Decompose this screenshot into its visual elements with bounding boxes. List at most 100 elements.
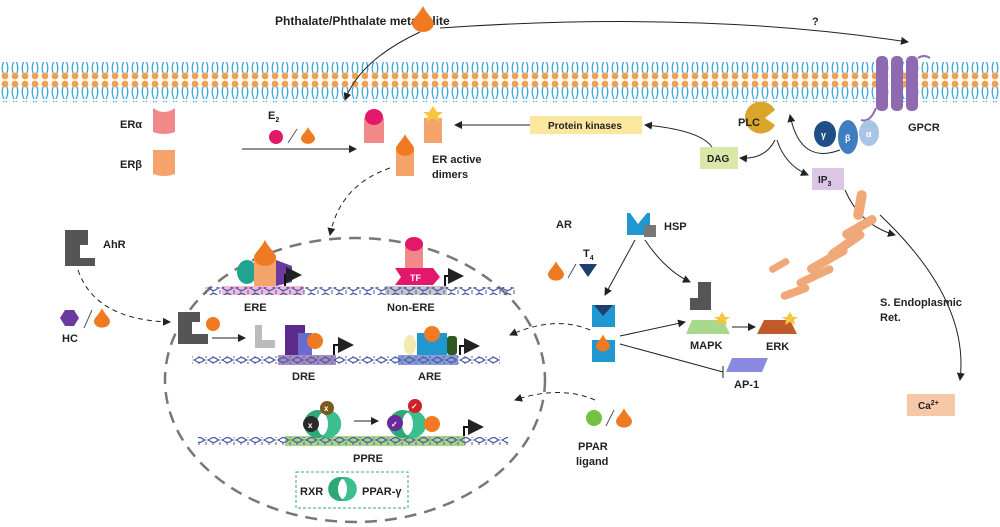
- ligand-icon: [424, 416, 440, 432]
- phthalate-droplet-icon: [616, 408, 632, 428]
- cofactor-icon: [447, 336, 457, 355]
- beta-label: β: [845, 133, 851, 143]
- transcription-arrow: [459, 338, 480, 355]
- nucleus-boundary: [163, 236, 547, 524]
- hsp-icon: [644, 225, 656, 237]
- plc-label: PLC: [738, 117, 760, 129]
- gamma-label: γ: [821, 130, 826, 140]
- phthalate-droplet-icon: [94, 308, 110, 328]
- phthalate-droplet-icon: [396, 134, 414, 156]
- tf-label: TF: [410, 273, 421, 283]
- er-active-label-2: dimers: [432, 169, 468, 181]
- transcription-arrow: [444, 268, 464, 286]
- ahr-complex-icon: [178, 312, 208, 344]
- or-slash: [567, 263, 577, 279]
- er-dimer-bound: [396, 150, 414, 176]
- hc-hexagon-icon: [60, 310, 79, 326]
- e2-label: E2: [268, 110, 279, 124]
- arrow-er-to-nucleus: [327, 167, 391, 236]
- ligand-icon: [424, 326, 440, 342]
- coactivator-icon: [404, 335, 416, 355]
- arrow-ppar-to-nucleus: [514, 392, 596, 402]
- t4-label: T4: [583, 248, 594, 262]
- phosphate-star-icon: [782, 312, 798, 325]
- ppar-ligand-label-1: PPAR: [578, 441, 608, 453]
- transcription-arrow: [284, 267, 302, 286]
- calcium-label: Ca2+: [918, 400, 939, 412]
- ere-label: ERE: [244, 302, 267, 314]
- ar-label: AR: [556, 219, 572, 231]
- calcium-box: [907, 394, 955, 416]
- unknown-mark: ?: [812, 16, 819, 28]
- ser-label-2: Ret.: [880, 312, 901, 324]
- rxr-icon: [405, 410, 427, 439]
- plc-icon: [744, 101, 775, 134]
- arrow-hsp-release: [644, 239, 691, 283]
- alpha-label: α: [866, 129, 872, 139]
- er-alpha-bound-icon: [405, 245, 423, 275]
- er-active-label-1: ER active: [432, 154, 482, 166]
- ip3-box: [812, 168, 844, 190]
- check-mark: ✓: [391, 420, 398, 429]
- g-alpha-subunit: [859, 120, 879, 146]
- arrow-dag-to-pk: [644, 121, 713, 148]
- er-dimer-beta: [424, 118, 442, 143]
- g-gamma-subunit: [814, 121, 836, 147]
- arrow-into-cell: [343, 31, 421, 101]
- corepressor-icon: [320, 401, 334, 415]
- ligand-icon: [206, 317, 220, 331]
- rxr-legend-icon: [340, 477, 357, 502]
- coactivator-icon: [408, 399, 422, 413]
- ap1-label: AP-1: [734, 379, 759, 391]
- ahr-label: AhR: [103, 239, 126, 251]
- legend-box: [295, 471, 409, 509]
- estradiol-icon: [405, 237, 423, 251]
- ppre-label: PPRE: [353, 453, 383, 465]
- ppar-gamma-label: PPAR-γ: [362, 486, 402, 498]
- phosphate-star-icon: [714, 312, 730, 325]
- er-alpha-icon: [153, 108, 175, 134]
- transcription-arrow: [333, 337, 354, 355]
- arrow-ar-activation: [604, 239, 636, 296]
- estradiol-icon: [269, 130, 283, 144]
- dre-label: DRE: [292, 371, 315, 383]
- ser-label-1: S. Endoplasmic: [880, 297, 962, 309]
- check-mark: ✓: [411, 402, 418, 411]
- phthalate-label: Phthalate/Phthalate metabolite: [275, 14, 450, 28]
- or-slash: [287, 128, 298, 144]
- hc-label: HC: [62, 333, 78, 345]
- dna-strand: [192, 356, 500, 364]
- arrow-to-mapk: [619, 319, 686, 337]
- non-ere-label: Non-ERE: [387, 302, 435, 314]
- er-dimer-alpha: [364, 118, 384, 143]
- dag-box: [700, 147, 738, 169]
- ppar-gamma-legend-icon: [328, 477, 345, 502]
- arrow-g-to-plc: [787, 114, 841, 154]
- or-slash: [83, 309, 93, 329]
- ligand-icon: [307, 333, 323, 349]
- dna-strand: [198, 437, 508, 445]
- or-slash: [605, 409, 615, 427]
- dag-label: DAG: [707, 154, 729, 165]
- ar-pocket: [630, 213, 647, 224]
- rxr-icon: [320, 410, 342, 439]
- x-mark: x: [308, 421, 313, 430]
- phthalate-droplet-icon: [548, 261, 564, 281]
- ar-dimer-icon: [417, 333, 447, 355]
- ppar-ligand-label-2: ligand: [576, 456, 608, 468]
- hsp-released-icon: [690, 282, 711, 310]
- mapk-label: MAPK: [690, 340, 722, 352]
- hsp-label: HSP: [664, 221, 687, 233]
- corepressor-icon: [303, 416, 319, 432]
- cell-membrane: [0, 62, 1000, 102]
- phthalate-droplet-icon: [254, 240, 276, 266]
- phthalate-droplet-icon: [412, 6, 434, 32]
- phthalate-droplet-icon: [596, 334, 610, 352]
- coactivator-icon: [387, 415, 403, 431]
- gpcr-label: GPCR: [908, 122, 940, 134]
- are-label: ARE: [418, 371, 441, 383]
- ar-t4-icon: [592, 305, 615, 327]
- t4-icon: [579, 264, 597, 277]
